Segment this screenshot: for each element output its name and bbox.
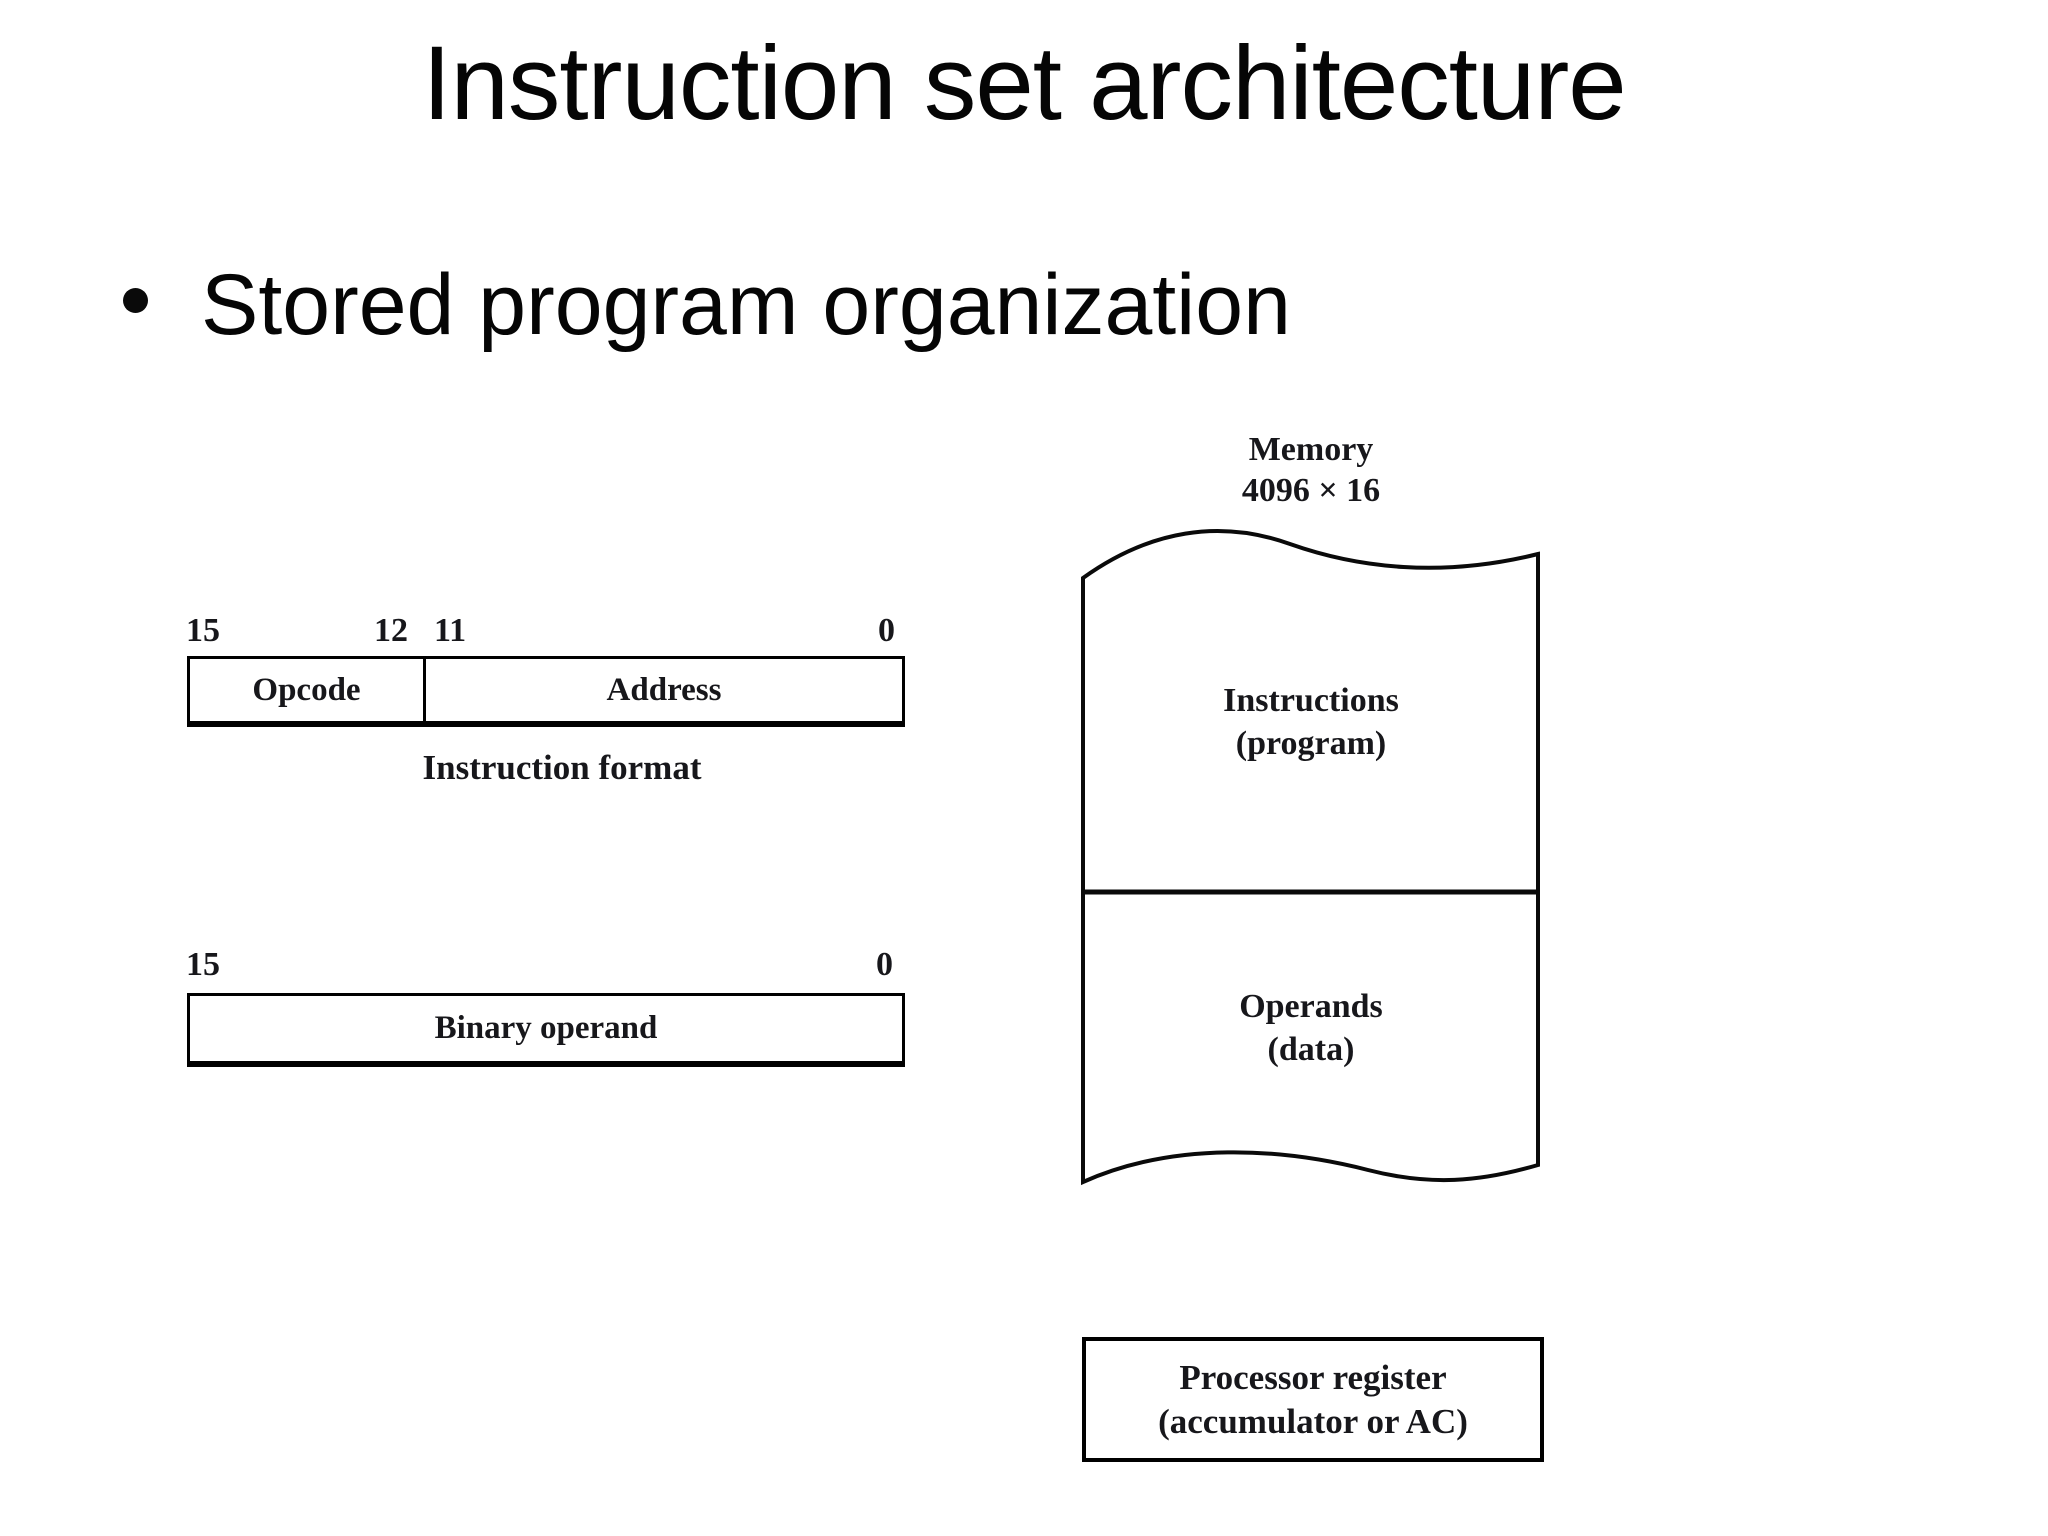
opcode-field: Opcode xyxy=(190,659,426,721)
operands-line2: (data) xyxy=(1267,1031,1355,1068)
bit-label-11: 11 xyxy=(434,612,467,649)
instruction-format-box: Opcode Address xyxy=(187,656,905,727)
instruction-format-caption: Instruction format xyxy=(422,748,702,787)
instructions-line1: Instructions xyxy=(1223,682,1399,719)
memory-instructions-section: Instructions (program) xyxy=(1136,679,1486,765)
memory-size: 4096 × 16 xyxy=(1241,472,1381,509)
memory-title: Memory xyxy=(1248,431,1374,468)
memory-outline xyxy=(1081,529,1540,1186)
bit-label-12: 12 xyxy=(374,612,408,649)
operands-line1: Operands xyxy=(1239,988,1383,1025)
bit-label-0-operand: 0 xyxy=(876,946,893,983)
instructions-line2: (program) xyxy=(1235,725,1387,762)
processor-register-line1: Processor register xyxy=(1179,1357,1447,1397)
processor-register-box: Processor register (accumulator or AC) xyxy=(1082,1337,1544,1462)
memory-label: Memory 4096 × 16 xyxy=(1136,429,1486,511)
binary-operand-box: Binary operand xyxy=(187,993,905,1067)
bit-label-15: 15 xyxy=(186,612,220,649)
bit-label-0: 0 xyxy=(878,612,895,649)
processor-register-line2: (accumulator or AC) xyxy=(1158,1401,1468,1441)
memory-operands-section: Operands (data) xyxy=(1136,985,1486,1071)
page-title: Instruction set architecture xyxy=(422,25,1626,142)
address-field: Address xyxy=(606,671,722,708)
bullet-text: Stored program organization xyxy=(201,257,1291,353)
bit-label-15-operand: 15 xyxy=(186,946,220,983)
bullet-icon xyxy=(123,288,148,313)
